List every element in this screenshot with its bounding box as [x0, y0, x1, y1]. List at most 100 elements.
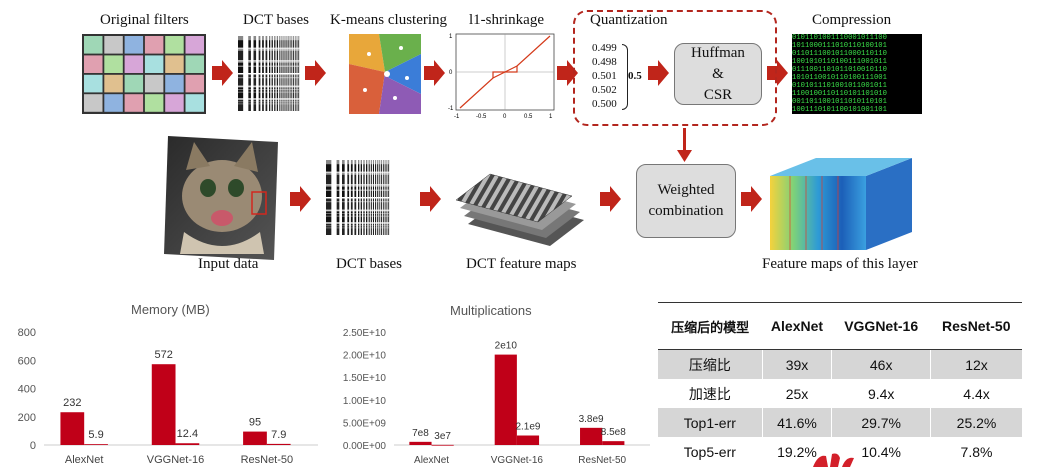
data-label: 572 — [154, 349, 172, 361]
y-tick-label: 2.00E+10 — [343, 351, 387, 362]
data-label: 95 — [249, 417, 261, 429]
data-label: 7e8 — [412, 428, 429, 439]
y-tick-label: 400 — [18, 384, 36, 396]
bar — [580, 427, 603, 445]
table-cell: 25.2% — [930, 408, 1022, 437]
x-tick-label: AlexNet — [65, 454, 104, 466]
x-tick-label: AlexNet — [414, 455, 449, 466]
table-row: 压缩比 39x 46x 12x — [658, 349, 1022, 379]
table-row: Top5-err 19.2% 10.4% 7.8% — [658, 437, 1022, 466]
label-l1-shrinkage: l1-shrinkage — [469, 12, 544, 28]
quantization-region — [573, 10, 777, 126]
table-cell: 46x — [831, 349, 931, 379]
arrow-right-icon — [767, 60, 788, 86]
y-tick-label: 0 — [30, 440, 36, 452]
data-label: 2.1e9 — [515, 422, 540, 433]
huffman-line-1: Huffman — [691, 44, 745, 61]
arrow-right-icon — [212, 60, 233, 86]
table-header-cell: VGGNet-16 — [831, 302, 931, 350]
svg-text:0.5: 0.5 — [524, 114, 533, 120]
quant-value: 0.502 — [592, 84, 617, 96]
y-tick-label: 1.00E+10 — [343, 396, 387, 407]
bar — [60, 412, 85, 445]
svg-text:0: 0 — [503, 114, 507, 120]
bar — [151, 364, 176, 445]
dct-bases-image — [238, 36, 300, 111]
table-cell: Top5-err — [683, 443, 736, 460]
label-dct-feature-maps: DCT feature maps — [466, 256, 577, 272]
weighted-combination-box: Weighted combination — [636, 164, 736, 238]
table-cell: 12x — [930, 349, 1022, 379]
table-cell: 加速比 — [688, 385, 731, 402]
svg-text:-1: -1 — [448, 106, 454, 112]
x-tick-label: VGGNet-16 — [147, 454, 204, 466]
feature-maps-layer-image — [770, 158, 912, 250]
memory-chart-title: Memory (MB) — [131, 302, 210, 317]
huffman-line-3: CSR — [703, 86, 733, 103]
dct-feature-maps-image — [455, 173, 584, 246]
dct-bases-image-2 — [326, 160, 390, 235]
bar — [175, 443, 200, 445]
bar — [494, 354, 517, 445]
table-cell: 29.7% — [831, 408, 931, 437]
quant-value: 0.501 — [592, 70, 617, 82]
table-cell: 39x — [761, 349, 832, 379]
bar — [266, 443, 291, 445]
arrow-right-icon — [290, 186, 311, 212]
label-kmeans: K-means clustering — [330, 12, 448, 28]
svg-text:1: 1 — [549, 114, 553, 120]
bar — [243, 431, 267, 445]
label-quantization: Quantization — [590, 12, 668, 28]
x-tick-label: ResNet-50 — [578, 455, 626, 466]
quant-value: 0.500 — [592, 98, 617, 110]
y-tick-label: 600 — [18, 355, 36, 367]
label-dct-bases-2: DCT bases — [336, 256, 402, 272]
x-tick-label: VGGNet-16 — [491, 455, 544, 466]
table-header-cell: AlexNet — [762, 302, 832, 350]
y-tick-label: 1.50E+10 — [343, 373, 387, 384]
arrow-right-icon — [305, 60, 326, 86]
weighted-line-2: combination — [648, 203, 724, 219]
y-tick-label: 0.00E+00 — [343, 441, 387, 452]
label-feature-maps-layer: Feature maps of this layer — [762, 256, 918, 272]
arrow-right-icon — [557, 60, 578, 86]
svg-text:0: 0 — [449, 70, 453, 76]
bar — [431, 444, 454, 446]
y-tick-label: 2.50E+10 — [343, 328, 387, 339]
arrow-right-icon — [600, 186, 621, 212]
y-tick-label: 5.00E+09 — [343, 418, 387, 429]
table-header-cell: ResNet-50 — [930, 302, 1022, 350]
table-cell: 7.8% — [930, 437, 1022, 466]
compression-binary-image: 0101101001110001011100 10110001110101101… — [792, 34, 922, 114]
quant-value: 0.499 — [592, 42, 617, 54]
huffman-line-2: & — [712, 65, 724, 82]
label-input-data: Input data — [198, 256, 259, 272]
bar — [602, 441, 625, 445]
data-label: 3e7 — [434, 431, 451, 442]
arrow-right-icon — [648, 60, 669, 86]
svg-text:-0.5: -0.5 — [476, 114, 487, 120]
multiplications-chart: 0.00E+00 5.00E+09 1.00E+10 1.50E+10 2.00E+10… — [343, 328, 650, 466]
arrow-down-icon — [677, 150, 692, 162]
arrow-right-icon — [741, 186, 762, 212]
quant-result: 0.5 — [628, 70, 642, 82]
label-dct-bases: DCT bases — [243, 12, 309, 28]
results-table: 压缩后的模型 AlexNet VGGNet-16 ResNet-50 压缩比 3… — [658, 302, 1022, 466]
data-label: 7.9 — [271, 429, 286, 441]
table-row: Top1-err 41.6% 29.7% 25.2% — [658, 408, 1022, 437]
label-compression: Compression — [812, 12, 892, 28]
arrow-right-icon — [420, 186, 441, 212]
table-cell: 9.4x — [831, 379, 931, 408]
table-cell: 41.6% — [761, 408, 832, 437]
multiplications-chart-title: Multiplications — [450, 303, 532, 318]
data-label: 3.8e9 — [579, 414, 604, 425]
kmeans-image — [349, 34, 421, 114]
data-label: 12.4 — [177, 428, 198, 440]
table-row: 加速比 25x 9.4x 4.4x — [658, 379, 1022, 408]
svg-text:-1: -1 — [454, 114, 460, 120]
svg-text:1: 1 — [449, 34, 453, 40]
x-tick-label: ResNet-50 — [241, 454, 294, 466]
table-cell: 4.4x — [930, 379, 1022, 408]
weighted-line-1: Weighted — [657, 182, 715, 198]
